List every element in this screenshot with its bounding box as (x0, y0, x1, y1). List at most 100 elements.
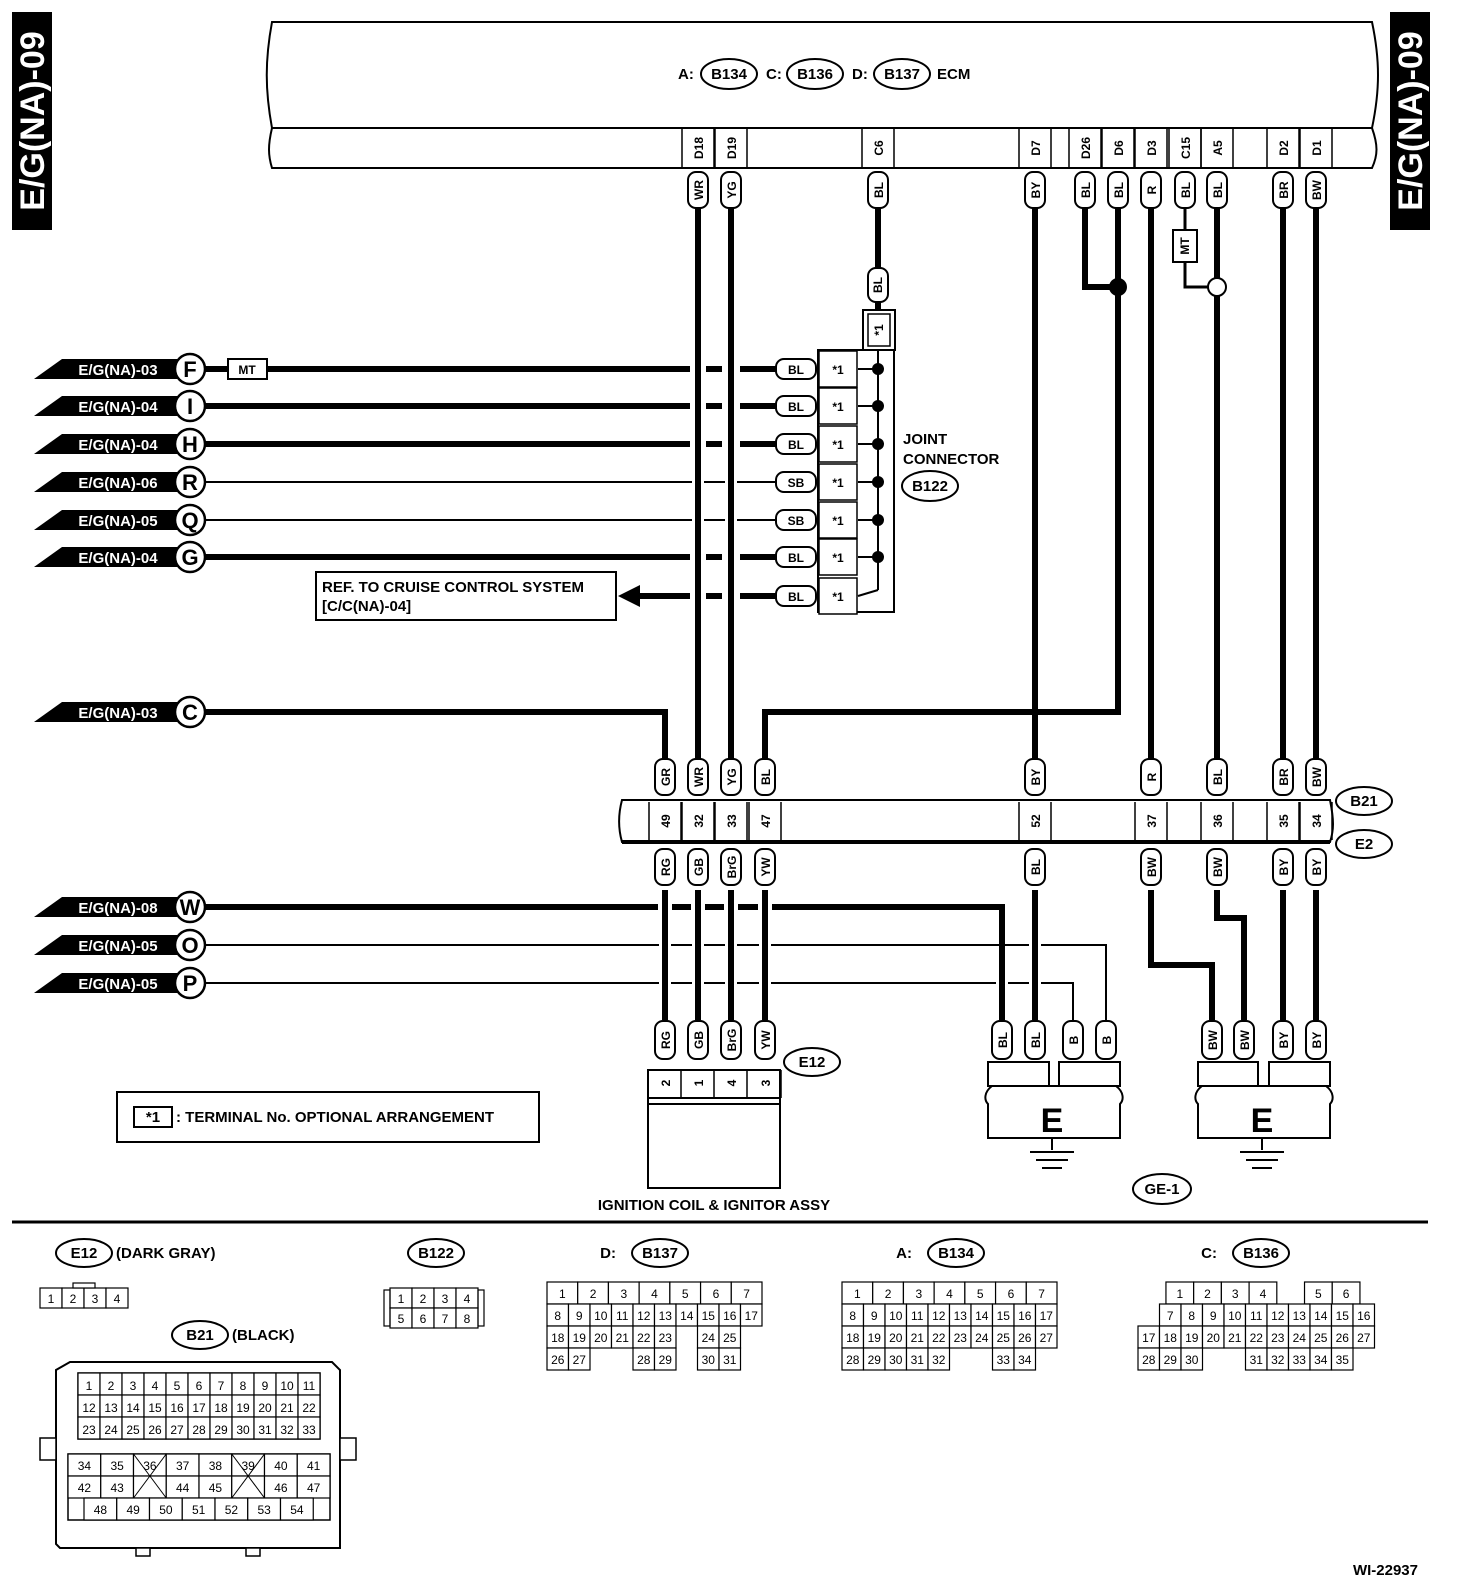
view-e12-id: E12 (71, 1245, 98, 1262)
view-b136-cell-text: 17 (1142, 1331, 1156, 1345)
view-b122-id: B122 (418, 1245, 454, 1262)
view-b134-cell-text: 13 (954, 1309, 968, 1323)
ground-wire-pill (1233, 1020, 1255, 1060)
view-b134-id: B134 (938, 1245, 975, 1262)
b21-pin-2: 33 (725, 814, 739, 828)
joint-dots (872, 363, 884, 563)
ecm-pin-1: D19 (725, 137, 739, 159)
b21-lower-color-4: BL (1029, 859, 1043, 875)
b21-lower-color-6: BW (1211, 856, 1225, 877)
splice-a5 (1207, 277, 1227, 297)
ground-wire-pill (991, 1020, 1013, 1060)
view-b21-key (135, 1547, 151, 1557)
ref-letter-t0: F (183, 357, 196, 382)
view-b21-cell-text: 16 (170, 1401, 184, 1415)
ref-text-c: E/G(NA)-03 (78, 705, 157, 722)
ecm-pin-2: C6 (872, 140, 886, 156)
view-b137-cell (653, 1347, 677, 1371)
view-e12-cell-text: 3 (92, 1292, 99, 1306)
view-b137-cell-text: 31 (723, 1353, 737, 1367)
view-b21-cell-text: 26 (148, 1423, 162, 1437)
ref-text-t5: E/G(NA)-04 (78, 550, 158, 567)
ecm-prefix-c: C: (766, 66, 782, 83)
ground-wire-pill (1305, 1020, 1327, 1060)
view-e12-cell-text: 2 (70, 1292, 77, 1306)
ref-arrow-b0 (34, 897, 178, 917)
joint-terminal-cell (818, 350, 858, 388)
view-b136-cell-text: 30 (1185, 1353, 1199, 1367)
view-b136-cell-text: 5 (1315, 1287, 1322, 1301)
ecm-pin-8: A5 (1211, 140, 1225, 156)
ground1-wire-color-1: BL (1029, 1032, 1043, 1048)
ecm-pin-labels: D18WRD19YGC6BLD7BYD26BLD6BLD3RC15BLA5BLD… (681, 128, 1333, 209)
b21-lower-color-3: YW (759, 857, 773, 877)
ground-id: GE-1 (1144, 1181, 1179, 1198)
view-b137-cell-text: 19 (573, 1331, 587, 1345)
view-b134-cell-text: 22 (932, 1331, 946, 1345)
view-b136-cell-text: 34 (1314, 1353, 1328, 1367)
view-b136-cell-text: 7 (1167, 1309, 1174, 1323)
ref-arrow-t2 (34, 434, 178, 454)
c6-lower-color: BL (871, 277, 885, 293)
view-b21-cell-text: 47 (307, 1481, 321, 1495)
ecm-wire-pill (1024, 171, 1046, 209)
ref-text-t1: E/G(NA)-04 (78, 399, 158, 416)
view-b137-cell-text: 5 (682, 1287, 689, 1301)
view-b136-cell-text: 9 (1210, 1309, 1217, 1323)
ground-lug (987, 1061, 1050, 1087)
view-b137-cell-text: 20 (594, 1331, 608, 1345)
ground2-wire-color-1: BW (1238, 1029, 1252, 1050)
view-b21-cell-text: 29 (214, 1423, 228, 1437)
view-b134-cell-text: 10 (889, 1309, 903, 1323)
view-b21-cell-text: 50 (159, 1503, 173, 1517)
view-b136-cell-text: 27 (1357, 1331, 1371, 1345)
ref-text-b1: E/G(NA)-05 (78, 938, 157, 955)
view-b21-desc: (BLACK) (232, 1327, 294, 1344)
view-b21-cell (279, 1497, 314, 1521)
view-b134-cell-text: 15 (997, 1309, 1011, 1323)
ref-letter-circle (173, 427, 207, 461)
ecm-connector-d: B137 (884, 66, 920, 83)
c6-star: *1 (872, 324, 886, 336)
ref-letter-b1: O (181, 933, 198, 958)
wires (205, 208, 1319, 1020)
view-b137-cell-text: 13 (659, 1309, 673, 1323)
view-b134-cell-text: 11 (911, 1309, 924, 1323)
ecm-wire-color-0: WR (692, 180, 706, 200)
ecm-wire-color-8: BL (1211, 182, 1225, 198)
ref-text-b2: E/G(NA)-05 (78, 976, 157, 993)
view-b134-cell-text: 29 (868, 1353, 882, 1367)
view-b21-cell (132, 1475, 167, 1499)
view-b21-cell-text: 53 (257, 1503, 271, 1517)
view-b21-ear (39, 1437, 57, 1461)
ground-letter-1: E (1041, 1102, 1064, 1140)
b21-pin-1: 32 (692, 814, 706, 828)
ecm-name: ECM (937, 66, 970, 83)
view-b21-id: B21 (186, 1327, 214, 1344)
view-b21-cell-text: 5 (174, 1379, 181, 1393)
view-b136-cell (1330, 1347, 1354, 1371)
ref-letter-b0: W (180, 895, 201, 920)
ref-arrow-b1 (34, 935, 178, 955)
view-b21-cell (297, 1416, 321, 1440)
view-b134-cell-text: 16 (1018, 1309, 1032, 1323)
view-b136-cell-text: 33 (1293, 1353, 1307, 1367)
b21-lower-pill (1024, 848, 1046, 886)
ref-arrow-c (34, 702, 178, 722)
view-b21-cell-text: 22 (302, 1401, 316, 1415)
joint-wire-color-3: SB (788, 476, 805, 490)
ref-letter-t5: G (181, 545, 198, 570)
view-b137-cell-text: 16 (723, 1309, 737, 1323)
ref-arrow-t1 (34, 396, 178, 416)
view-b136-cell-text: 1 (1176, 1287, 1183, 1301)
ref-letter-circle (173, 465, 207, 499)
view-b21-cell-text: 3 (130, 1379, 137, 1393)
view-b136-cell-text: 13 (1293, 1309, 1307, 1323)
view-e12-cell-text: 1 (48, 1292, 55, 1306)
ground-lug (1197, 1061, 1259, 1087)
view-b21-cell-text: 18 (214, 1401, 228, 1415)
view-b21-cell-text: 35 (110, 1459, 124, 1473)
ref-letter-circle (173, 352, 207, 386)
